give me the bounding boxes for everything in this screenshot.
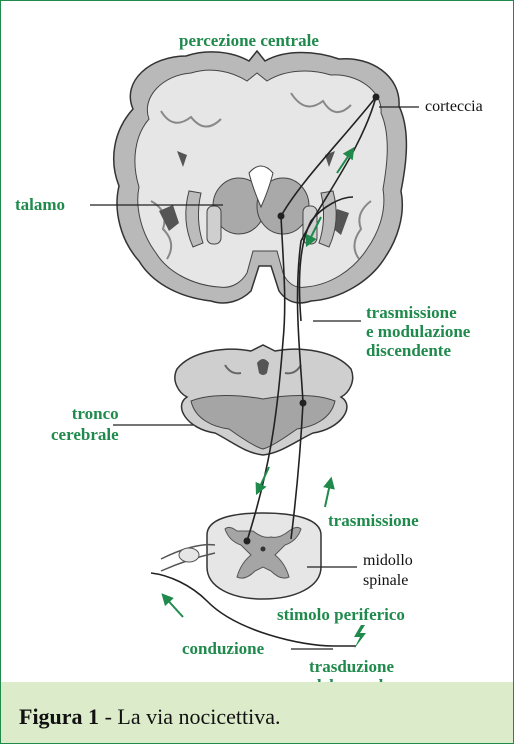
- label-central-perception: percezione centrale: [179, 31, 319, 51]
- spinal-cord-section: [161, 513, 321, 599]
- down-arrow-brainstem-icon: [257, 467, 269, 493]
- lightning-bolt-icon: [354, 625, 366, 649]
- label-spinal-cord-line1: midollo: [363, 551, 413, 571]
- label-transmission-modulation-line1: trasmissione: [366, 303, 470, 322]
- up-arrow-conduction-icon: [163, 595, 183, 617]
- label-spinal-cord: midollo spinale: [363, 551, 413, 591]
- brainstem-section: [175, 345, 353, 455]
- label-conduction: conduzione: [182, 639, 264, 659]
- spinal-neuron-icon: [244, 538, 251, 545]
- label-cortex: corteccia: [425, 97, 483, 117]
- label-transduction-line1: trasduzione: [309, 657, 394, 676]
- label-brainstem: tronco cerebrale: [51, 403, 119, 445]
- label-transmission-modulation-line3: discendente: [366, 341, 470, 360]
- label-transmission-modulation: trasmissione e modulazione discendente: [366, 303, 470, 360]
- thalamus-neuron-icon: [278, 213, 285, 220]
- label-brainstem-line2: cerebrale: [51, 424, 119, 445]
- up-arrow-spinal-icon: [325, 479, 331, 507]
- caption-text: - La via nocicettiva.: [99, 704, 280, 729]
- label-peripheral-stimulus: stimolo periferico: [277, 605, 405, 625]
- brain-section: [114, 51, 407, 303]
- label-thalamus: talamo: [15, 195, 65, 215]
- label-transmission: trasmissione: [328, 511, 419, 531]
- label-spinal-cord-line2: spinale: [363, 571, 413, 591]
- label-brainstem-line1: tronco: [51, 403, 119, 424]
- label-transmission-modulation-line2: e modulazione: [366, 322, 470, 341]
- figure-caption: Figura 1 - La via nocicettiva.: [19, 704, 280, 730]
- caption-prefix: Figura 1: [19, 704, 99, 729]
- brainstem-neuron-icon: [300, 400, 307, 407]
- cortex-neuron-icon: [373, 94, 380, 101]
